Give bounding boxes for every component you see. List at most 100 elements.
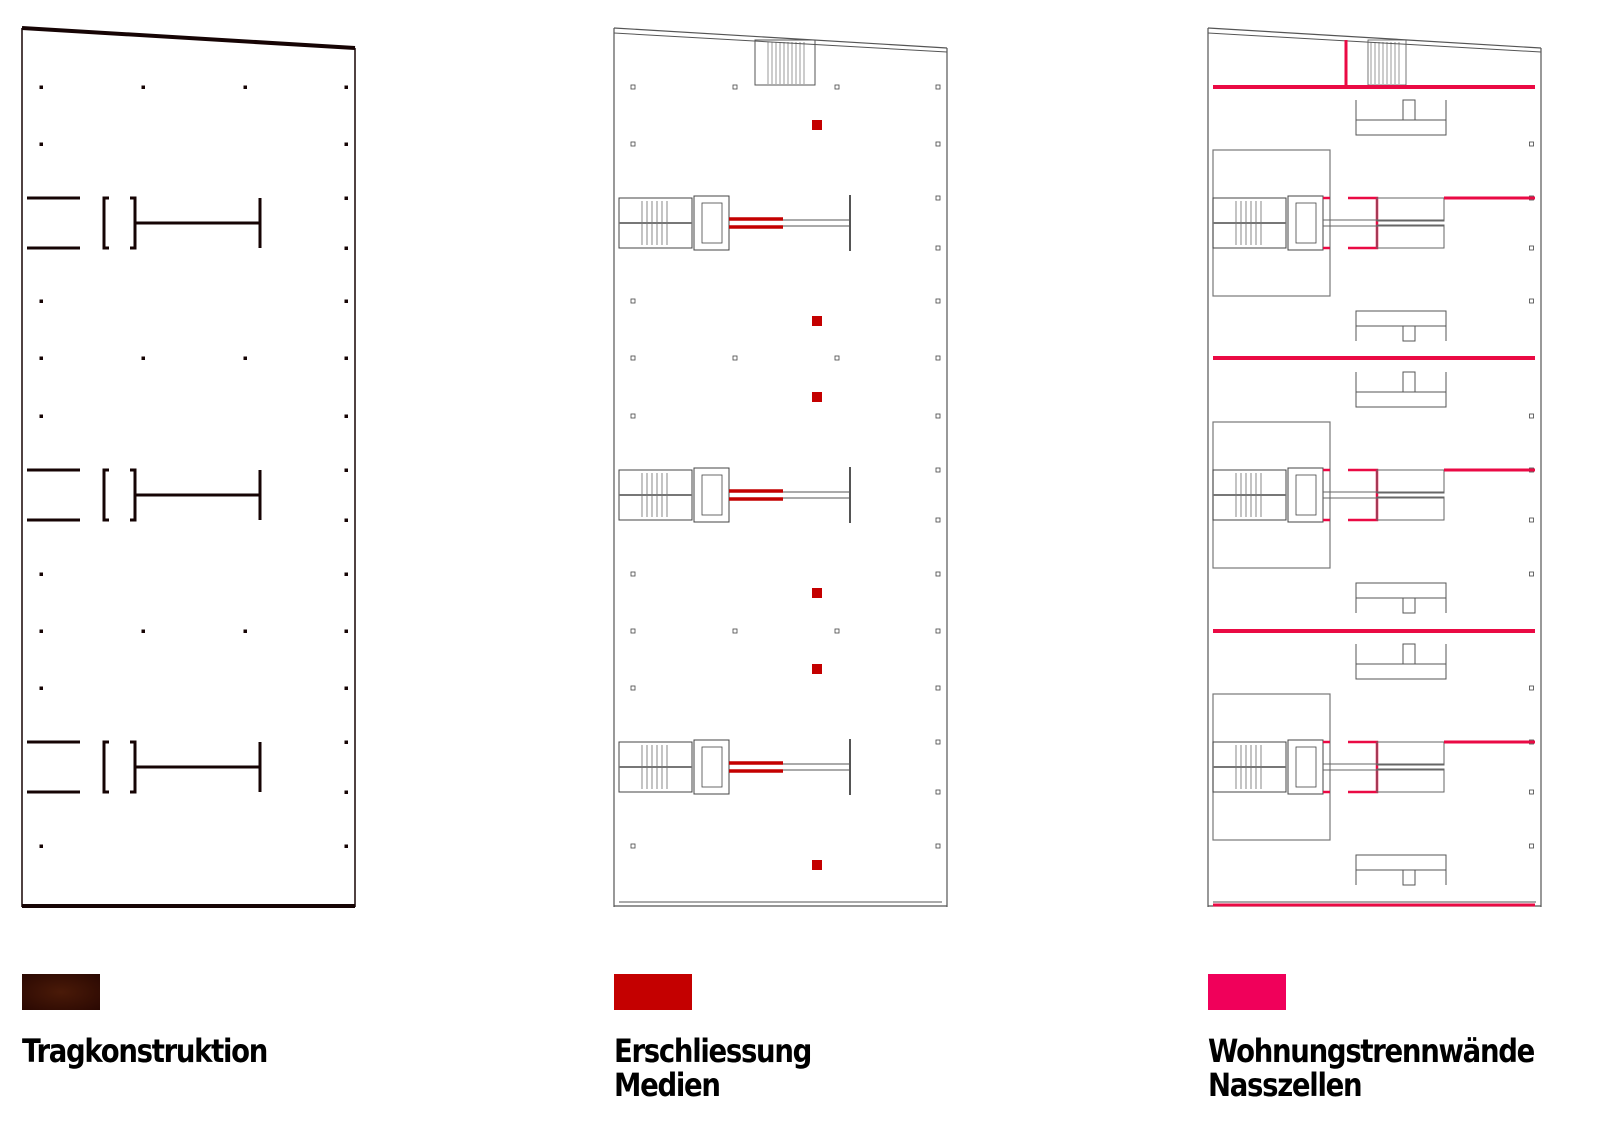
column: [935, 141, 941, 147]
elevator-shaft: [1287, 195, 1324, 251]
legend-label-partition: Wohnungstrennwände Nasszellen: [1208, 1032, 1535, 1104]
legend-label-structure: Tragkonstruktion: [22, 1032, 268, 1070]
column: [141, 629, 145, 633]
bathroom: [1355, 854, 1447, 871]
column: [630, 355, 636, 361]
media-shaft: [812, 860, 822, 870]
roof-edge-inner: [613, 32, 948, 53]
unit-room: [1376, 741, 1445, 766]
unit-room: [1376, 224, 1445, 249]
elevator-shaft: [693, 467, 730, 523]
bathroom-shaft: [1402, 371, 1416, 393]
core-bracket: [102, 740, 109, 794]
column: [1529, 843, 1534, 849]
column: [732, 628, 738, 634]
bathroom-shaft: [1402, 325, 1416, 342]
column: [39, 414, 43, 418]
partition-wall: [1348, 196, 1379, 250]
column: [344, 142, 348, 146]
media-shaft: [812, 664, 822, 674]
column: [39, 686, 43, 690]
column: [935, 245, 941, 251]
bathroom-shaft: [1402, 869, 1416, 886]
column: [935, 843, 941, 849]
column: [1529, 571, 1534, 577]
column: [141, 356, 145, 360]
label-line: Wohnungstrennwände: [1208, 1032, 1535, 1070]
unit-room: [1376, 496, 1445, 521]
column: [1529, 789, 1534, 795]
column: [935, 413, 941, 419]
column: [344, 196, 348, 200]
column: [344, 790, 348, 794]
column: [344, 518, 348, 522]
column: [935, 571, 941, 577]
column: [344, 246, 348, 250]
column: [834, 84, 840, 90]
bathroom-shaft: [1402, 597, 1416, 614]
core-bracket: [130, 740, 137, 794]
media-shaft: [812, 316, 822, 326]
bathroom: [1355, 310, 1447, 327]
bathroom: [1355, 582, 1447, 599]
core-bracket: [102, 468, 109, 522]
column: [39, 572, 43, 576]
column: [344, 629, 348, 633]
column: [39, 142, 43, 146]
column: [39, 299, 43, 303]
core-bracket: [130, 196, 137, 250]
column: [630, 84, 636, 90]
label-line: Nasszellen: [1208, 1066, 1363, 1104]
column: [935, 84, 941, 90]
elevator-shaft: [693, 195, 730, 251]
column: [935, 195, 941, 201]
bathroom: [1355, 391, 1447, 408]
column: [39, 844, 43, 848]
column: [935, 789, 941, 795]
label-line: Erschliessung: [614, 1032, 812, 1070]
column: [344, 844, 348, 848]
legend-swatch-partition: [1208, 974, 1286, 1010]
unit-room: [1376, 768, 1445, 793]
bathroom-shaft: [1402, 99, 1416, 121]
column: [1529, 141, 1534, 147]
elevator-shaft: [693, 739, 730, 795]
column: [1529, 685, 1534, 691]
column: [1529, 245, 1534, 251]
column: [1529, 413, 1534, 419]
column: [39, 629, 43, 633]
column: [1529, 517, 1534, 523]
column: [935, 628, 941, 634]
column: [344, 85, 348, 89]
column: [243, 629, 247, 633]
column: [630, 413, 636, 419]
elevator-shaft: [1287, 739, 1324, 795]
column: [935, 685, 941, 691]
column: [630, 298, 636, 304]
partition-wall: [1348, 740, 1379, 794]
column: [630, 571, 636, 577]
elevator-cab: [701, 474, 723, 516]
column: [344, 356, 348, 360]
roof-edge: [1207, 27, 1542, 49]
column: [344, 740, 348, 744]
elevator-shaft: [1287, 467, 1324, 523]
column: [243, 356, 247, 360]
column: [1529, 298, 1534, 304]
column: [344, 414, 348, 418]
bathroom: [1355, 663, 1447, 680]
column: [344, 468, 348, 472]
roof-edge: [21, 26, 356, 50]
column: [344, 686, 348, 690]
media-shaft: [812, 392, 822, 402]
column: [630, 628, 636, 634]
label-line: Medien: [614, 1066, 721, 1104]
roof-edge-inner: [1207, 32, 1542, 53]
core-bracket: [130, 468, 137, 522]
label-line: Tragkonstruktion: [22, 1032, 268, 1070]
partition-wall: [1348, 468, 1379, 522]
column: [732, 84, 738, 90]
column: [141, 85, 145, 89]
top-staircase: [754, 39, 816, 86]
column: [935, 298, 941, 304]
